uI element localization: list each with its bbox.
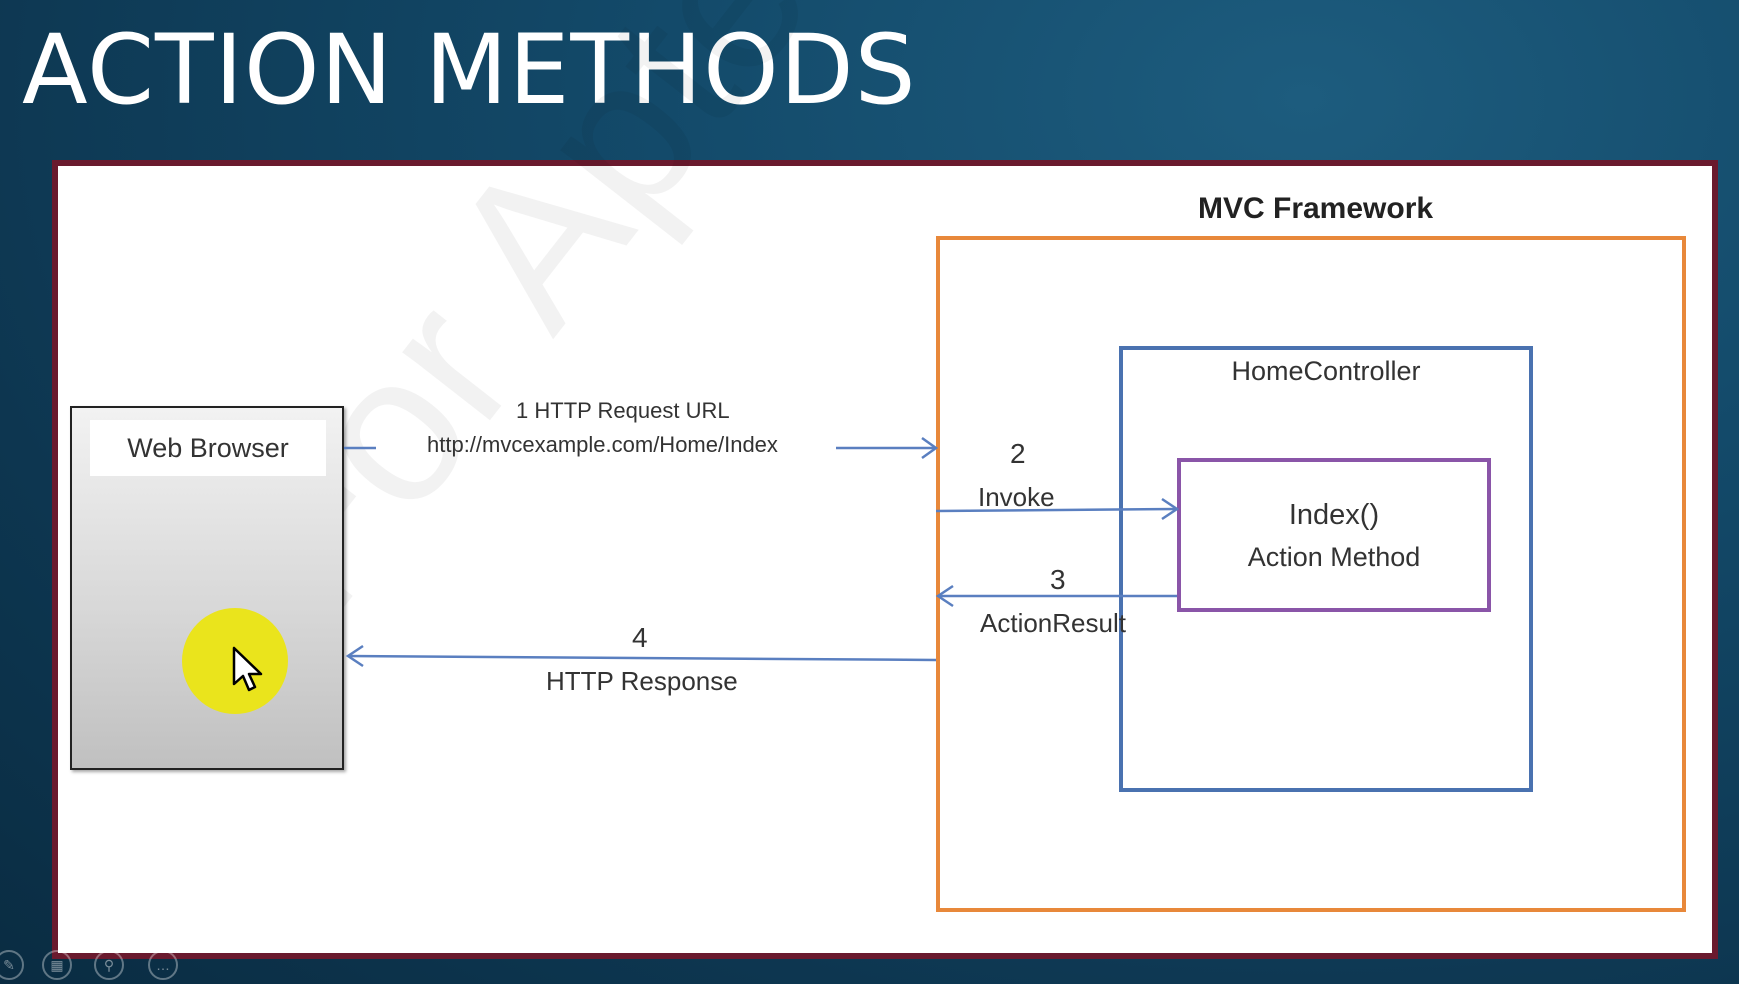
- invoke-arrow-line: [935, 507, 1178, 513]
- response-arrow-head: [345, 644, 364, 668]
- action-method-subtitle: Action Method: [1247, 541, 1421, 572]
- pen-icon[interactable]: ✎: [0, 950, 24, 980]
- web-browser-box: Web Browser: [70, 406, 344, 770]
- result-arrow-head: [935, 584, 954, 608]
- zoom-icon[interactable]: ⚲: [94, 950, 124, 980]
- step3-title: ActionResult: [980, 608, 1126, 638]
- web-browser-label: Web Browser: [90, 420, 326, 476]
- mouse-cursor-icon: [232, 646, 263, 692]
- mvc-framework-box: [936, 236, 1686, 912]
- more-icon[interactable]: …: [148, 950, 178, 980]
- step1-label: 1 HTTP Request URL: [516, 398, 730, 424]
- mvc-framework-label: MVC Framework: [1198, 192, 1434, 225]
- home-controller-label: HomeController: [1231, 356, 1421, 386]
- action-method-box: Index() Action Method: [1177, 458, 1491, 612]
- request-arrow-head: [921, 436, 939, 460]
- step2-number: 2: [1010, 438, 1026, 469]
- response-arrow-line: [347, 654, 937, 662]
- home-controller-box: HomeController: [1119, 346, 1533, 792]
- grid-icon[interactable]: ▦: [42, 950, 72, 980]
- flow-arrows: [344, 436, 1180, 668]
- diagram-frame: For Aptech Ce Web Browser MVC Framework …: [52, 0, 1718, 959]
- step4-number: 4: [632, 622, 648, 653]
- step1-title: HTTP Request URL: [534, 398, 730, 423]
- step2-title: Invoke: [978, 482, 1055, 512]
- step1-number: 1: [516, 398, 529, 423]
- step4-title: HTTP Response: [546, 666, 738, 696]
- action-method-name: Index(): [1288, 499, 1380, 531]
- slide-title: ACTION METHODS: [22, 14, 917, 126]
- step1-url: http://mvcexample.com/Home/Index: [427, 432, 778, 457]
- step3-number: 3: [1050, 564, 1066, 595]
- invoke-arrow-head: [1161, 497, 1180, 521]
